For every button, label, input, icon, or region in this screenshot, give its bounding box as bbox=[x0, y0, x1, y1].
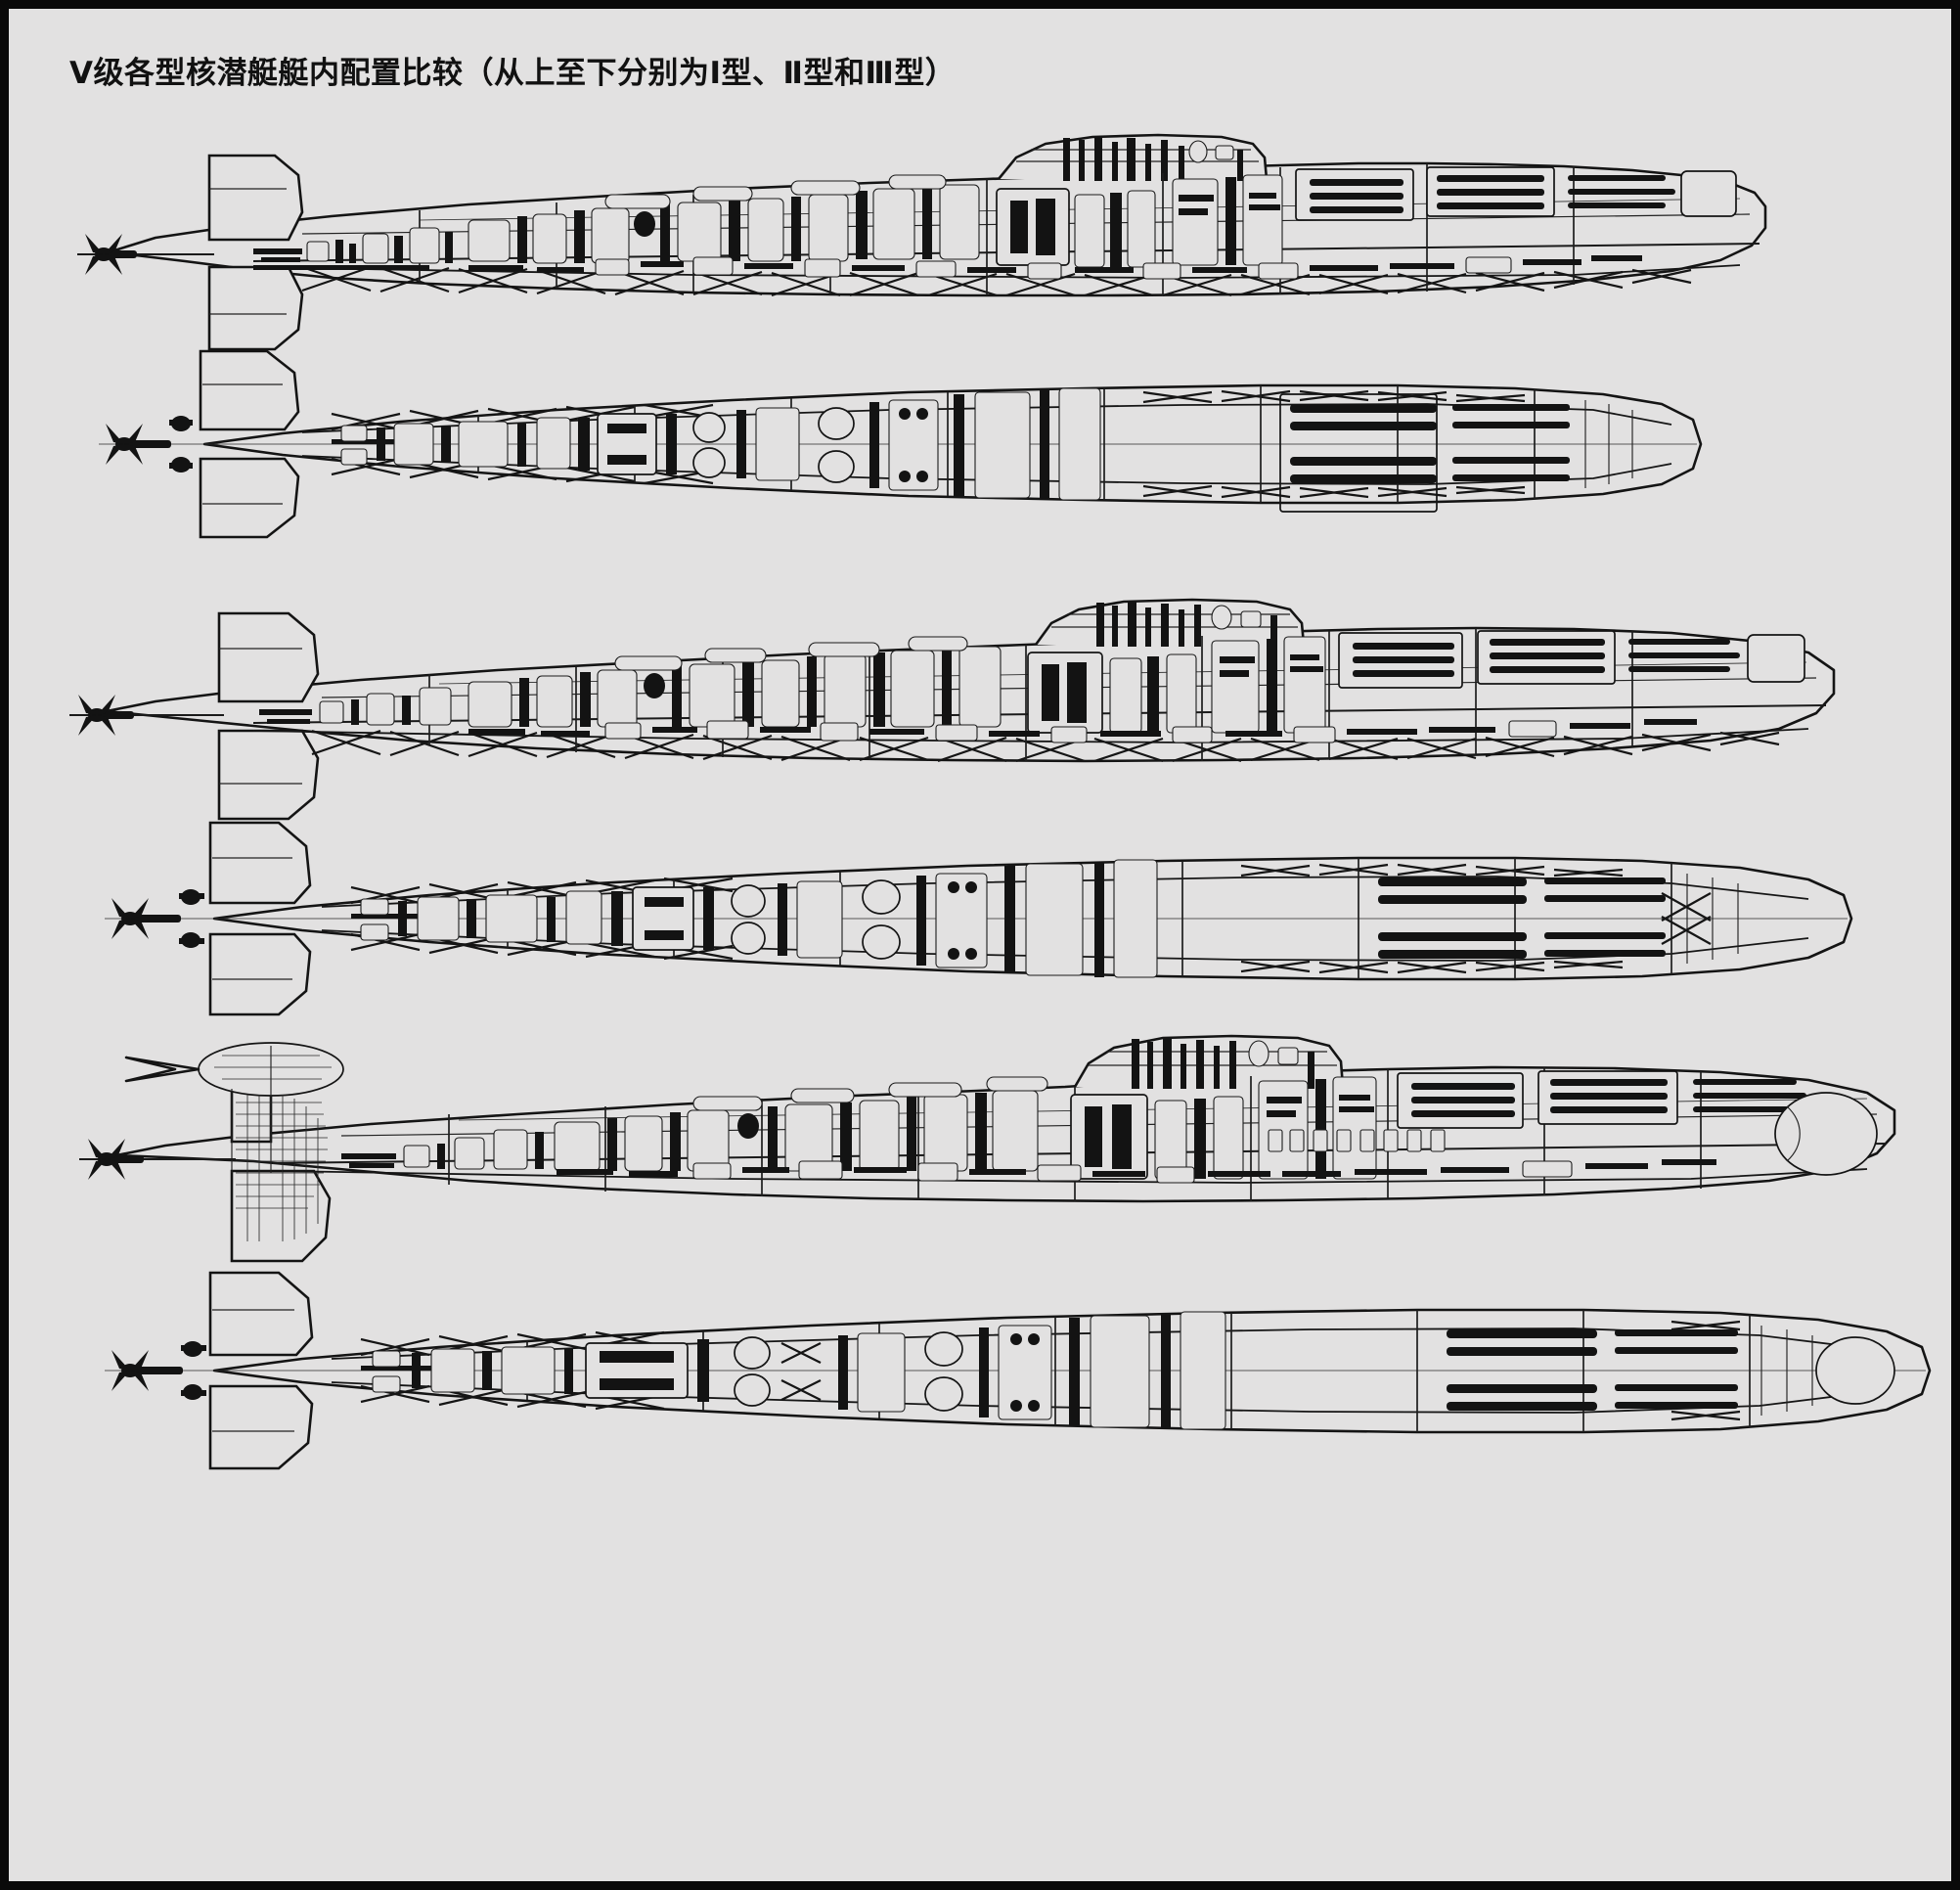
masts-group bbox=[1063, 137, 1243, 181]
figure-victor-i-plan bbox=[9, 332, 1951, 557]
masts-group bbox=[1096, 602, 1277, 647]
figure-victor-iii-plan bbox=[9, 1253, 1951, 1488]
machinery-mid bbox=[468, 636, 1002, 728]
machinery-plan bbox=[332, 387, 1101, 501]
bow-sonar-dome bbox=[1815, 1336, 1895, 1405]
propeller-icon bbox=[111, 898, 181, 939]
torpedo-room bbox=[1295, 166, 1737, 221]
masts-group bbox=[1132, 1038, 1314, 1089]
reactor-compartment bbox=[1070, 1094, 1244, 1180]
control-room bbox=[1258, 1076, 1446, 1180]
stern-machinery bbox=[259, 687, 452, 726]
figure-victor-i-profile bbox=[9, 118, 1951, 351]
machinery-mid bbox=[468, 174, 980, 264]
propeller-icon bbox=[111, 1350, 183, 1391]
reactor-compartment bbox=[996, 188, 1156, 268]
control-room bbox=[1172, 174, 1283, 266]
machinery-plan bbox=[361, 1311, 1226, 1430]
page-title: V级各型核潜艇艇内配置比较（从上至下分别为Ⅰ型、Ⅱ型和Ⅲ型） bbox=[69, 56, 957, 91]
figure-victor-ii-plan bbox=[9, 803, 1951, 1033]
propeller-icon bbox=[88, 1139, 144, 1180]
torpedo-room bbox=[1338, 630, 1805, 689]
lower-deck-equipment bbox=[468, 255, 1642, 280]
lower-deck-equipment bbox=[557, 1159, 1716, 1184]
ballast-bracing bbox=[301, 265, 1692, 297]
propeller-icon bbox=[106, 424, 171, 465]
stern-machinery bbox=[341, 1129, 544, 1170]
torpedo-tubes bbox=[1447, 1326, 1895, 1416]
torpedo-tubes bbox=[1279, 393, 1633, 513]
machinery-plan bbox=[351, 859, 1158, 978]
figure-victor-iii-profile bbox=[9, 1016, 1951, 1263]
lower-deck-equipment bbox=[468, 719, 1697, 743]
bow-sonar-dome bbox=[1774, 1092, 1878, 1176]
reactor-compartment bbox=[1027, 652, 1197, 734]
propeller-icon bbox=[78, 695, 134, 736]
machinery-mid bbox=[554, 1076, 1048, 1172]
torpedo-tubes bbox=[1378, 874, 1739, 964]
torpedo-room bbox=[1397, 1070, 1806, 1129]
pod-lattice bbox=[214, 1055, 332, 1241]
stern-plane-fittings bbox=[169, 416, 193, 472]
figure-victor-ii-profile bbox=[9, 584, 1951, 821]
propeller-icon bbox=[85, 234, 137, 275]
control-room bbox=[1211, 636, 1326, 734]
stern-machinery bbox=[253, 227, 453, 270]
